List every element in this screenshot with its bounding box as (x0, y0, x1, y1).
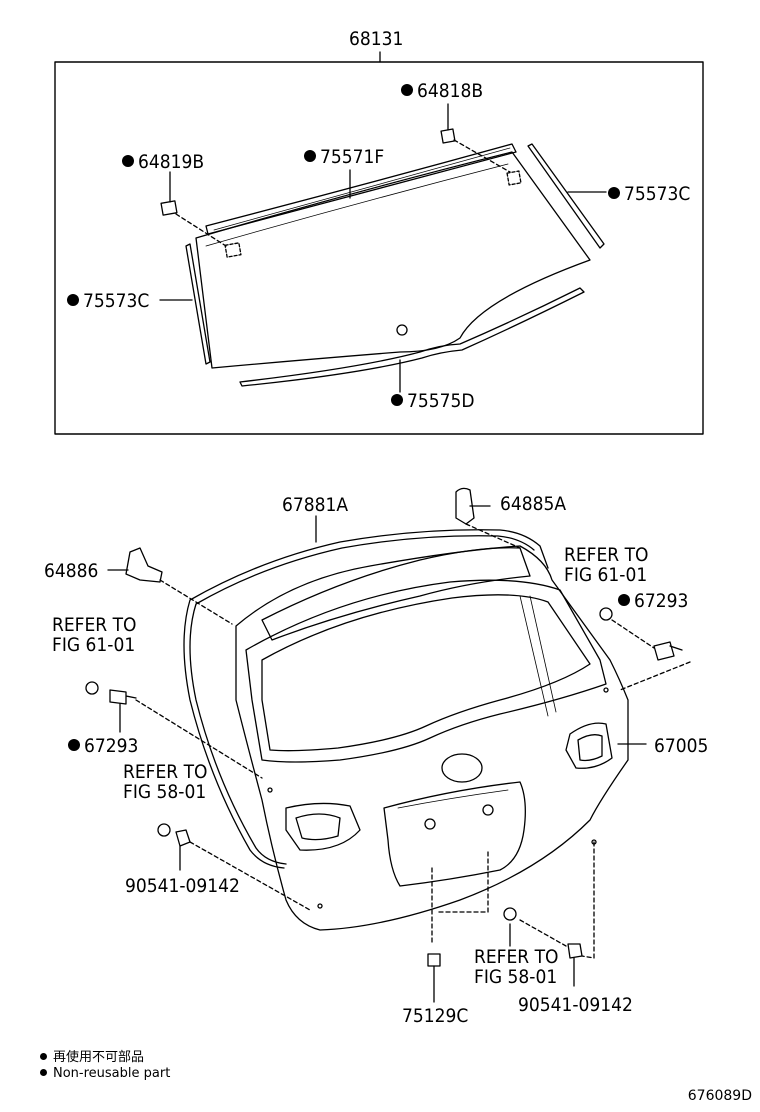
label-64818B: 64818B (417, 80, 483, 102)
label-75573C-right: 75573C (624, 183, 690, 205)
label-75129C: 75129C (402, 1005, 468, 1027)
label-90541-right: 90541-09142 (518, 994, 633, 1016)
label-90541-left: 90541-09142 (125, 875, 240, 897)
label-67881A: 67881A (282, 494, 348, 516)
cushion-64885A (455, 487, 475, 525)
upper-molding-75571F (205, 143, 517, 235)
stay-right-67293 (653, 641, 683, 661)
label-refer-right-bottom-1: REFER TO (474, 946, 559, 968)
label-refer-left-bottom-2: FIG 58-01 (123, 781, 206, 803)
lower-molding-75575D (239, 287, 585, 387)
emblem-75129C (427, 953, 441, 967)
label-75573C-left: 75573C (83, 290, 149, 312)
label-refer-left-bottom-1: REFER TO (123, 761, 208, 783)
label-67293-right: 67293 (634, 590, 688, 612)
label-refer-left-top-2: FIG 61-01 (52, 634, 135, 656)
side-molding-right (527, 143, 605, 249)
legend-line-1: 再使用不可部品 (40, 1046, 144, 1065)
bolt-left (175, 829, 191, 847)
side-molding-left (185, 243, 211, 365)
label-75571F: 75571F (320, 146, 384, 168)
label-refer-left-top-1: REFER TO (52, 614, 137, 636)
label-64886: 64886 (44, 560, 98, 582)
label-67005: 67005 (654, 735, 708, 757)
back-window-glass (195, 151, 591, 369)
legend-text-jp: 再使用不可部品 (53, 1050, 145, 1065)
glass-frame-box (54, 61, 704, 435)
legend-text-en: Non-reusable part (53, 1066, 171, 1081)
label-75575D: 75575D (407, 390, 475, 412)
stopper-64818B (440, 128, 456, 144)
label-64819B: 64819B (138, 151, 204, 173)
label-68131: 68131 (349, 28, 403, 50)
back-door-panel (235, 545, 629, 931)
bullet-icon (40, 1069, 47, 1076)
weatherstrip-67881A (183, 529, 549, 869)
bolt-right (567, 943, 583, 959)
label-64885A: 64885A (500, 493, 566, 515)
label-refer-right-top-2: FIG 61-01 (564, 564, 647, 586)
cushion-64886 (125, 547, 163, 583)
label-67293-left: 67293 (84, 735, 138, 757)
stay-left-67293 (109, 689, 137, 705)
stopper-64819B (160, 200, 178, 216)
legend-line-2: Non-reusable part (40, 1066, 170, 1081)
label-refer-right-top-1: REFER TO (564, 544, 649, 566)
bullet-icon (40, 1053, 47, 1060)
label-refer-right-bottom-2: FIG 58-01 (474, 966, 557, 988)
diagram-id: 676089D (687, 1088, 752, 1104)
